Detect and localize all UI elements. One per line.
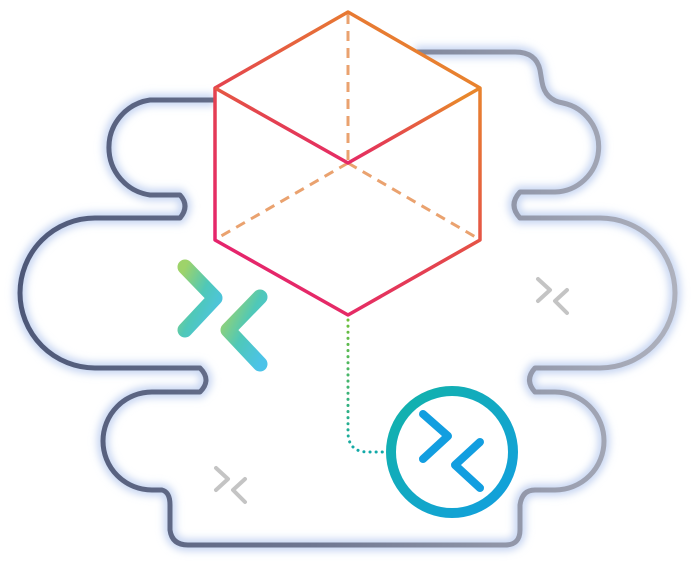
dotted-connector: [346, 318, 386, 454]
remote-chevrons-circle-icon: [386, 386, 518, 518]
cube-icon: [213, 10, 482, 317]
cloud-outline-icon: [14, 46, 681, 551]
small-chevrons-icon: [536, 277, 569, 315]
cube-hidden-edges: [215, 14, 480, 241]
small-chevrons-icon: [214, 466, 247, 504]
remote-chevrons-icon: [177, 259, 268, 372]
cube-visible-edges: [213, 10, 482, 317]
